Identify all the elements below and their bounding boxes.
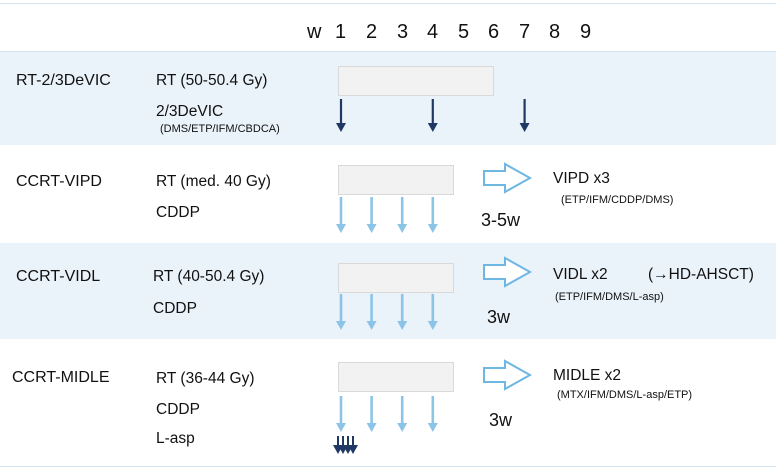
followup-drug-note: (ETP/IFM/CDDP/DMS) (561, 194, 674, 206)
rt-dose-label: RT (40-50.4 Gy) (153, 268, 265, 285)
regimen-name: CCRT-VIPD (16, 173, 102, 190)
chemo-dose-arrow (366, 197, 377, 233)
chemo-dose-arrow (427, 396, 438, 432)
chemo-label: CDDP (156, 204, 200, 221)
rt-dose-label: RT (med. 40 Gy) (156, 173, 271, 190)
regimen-name: CCRT-MIDLE (12, 369, 110, 386)
chemo-dose-arrow (427, 294, 438, 330)
week-label: 7 (519, 21, 531, 43)
chemo-dose-arrow (366, 396, 377, 432)
week-label: 2 (366, 21, 378, 43)
week-label: 6 (488, 21, 500, 43)
chemo-label: CDDP (156, 401, 200, 418)
interval-label: 3-5w (481, 210, 521, 230)
chemo-dose-arrow (397, 396, 408, 432)
chemo-dose-arrow (336, 396, 346, 432)
chemo-dose-arrow (427, 197, 438, 233)
week-label: 4 (427, 21, 439, 43)
chemo-dose-arrow (397, 197, 408, 233)
regimen-name: RT-2/3DeVIC (16, 72, 111, 89)
chemo-dose-arrow (336, 197, 346, 233)
transition-block-arrow (483, 162, 533, 194)
chemo-drug-note: (DMS/ETP/IFM/CBDCA) (160, 123, 280, 135)
chemo-dose-arrow (519, 99, 530, 132)
week-label: 8 (549, 21, 561, 43)
followup-label: MIDLE x2 (553, 367, 622, 384)
chemo-label: CDDP (153, 300, 197, 317)
week-label: 1 (335, 21, 347, 43)
rt-duration-bar (338, 165, 454, 195)
separator-bottom (0, 466, 776, 467)
followup-drug-note: (ETP/IFM/DMS/L-asp) (555, 291, 664, 303)
rt-dose-label: RT (50-50.4 Gy) (156, 72, 268, 89)
week-label: 3 (397, 21, 409, 43)
week-label: 5 (458, 21, 470, 43)
chemo-dose-arrow (427, 99, 438, 132)
chemo-dose-arrow (336, 99, 346, 132)
week-prefix: w (307, 21, 322, 43)
chemo-dose-arrow (366, 294, 377, 330)
chemo-dose-arrow (397, 294, 408, 330)
separator-top (0, 3, 776, 4)
l-asp-dose-arrow (348, 436, 358, 454)
regimen-name: CCRT-VIDL (16, 268, 101, 285)
rt-duration-bar (338, 263, 454, 293)
interval-label: 3w (489, 410, 513, 430)
followup-label: VIDL x2 (553, 266, 608, 283)
followup-transplant-label: (→HD-AHSCT) (648, 266, 754, 283)
transition-block-arrow (483, 359, 533, 391)
week-label: 9 (580, 21, 592, 43)
rt-duration-bar (338, 66, 494, 96)
rt-dose-label: RT (36-44 Gy) (156, 370, 255, 387)
rt-duration-bar (338, 362, 454, 392)
separator-header (0, 51, 776, 52)
chemo-label-2: L-asp (156, 430, 195, 447)
followup-drug-note: (MTX/IFM/DMS/L-asp/ETP) (557, 389, 693, 401)
followup-label: VIPD x3 (553, 170, 610, 187)
chemo-label: 2/3DeVIC (156, 103, 224, 120)
transition-block-arrow (483, 256, 533, 288)
interval-label: 3w (487, 307, 511, 327)
chemo-dose-arrow (336, 294, 346, 330)
